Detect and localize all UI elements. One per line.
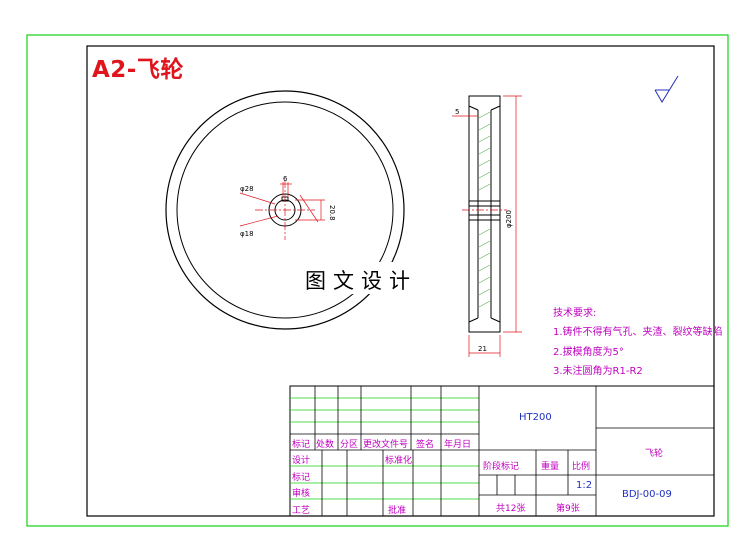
section-hatching bbox=[478, 111, 491, 308]
tech-requirements-heading: 技术要求: bbox=[553, 308, 597, 319]
sheet-title: A2-飞轮 bbox=[92, 57, 184, 83]
tb-row-design: 设计 bbox=[292, 456, 311, 466]
tb-part-name: 飞轮 bbox=[645, 449, 664, 459]
dim-20-8: 20.8 bbox=[328, 205, 336, 221]
dim-d200: φ200 bbox=[505, 210, 513, 228]
watermark-text: 图文设计 bbox=[305, 269, 417, 293]
dim-d28: φ28 bbox=[240, 185, 254, 193]
dim-d18: φ18 bbox=[240, 230, 254, 238]
tb-header-count: 处数 bbox=[316, 440, 335, 450]
tb-weight: 重量 bbox=[541, 462, 560, 472]
dim-w21: 21 bbox=[478, 345, 487, 353]
rim-section bbox=[468, 95, 501, 333]
tb-header-date: 年月日 bbox=[444, 440, 472, 450]
inner-rim-circle bbox=[176, 101, 394, 319]
tb-header-sign: 签名 bbox=[416, 440, 435, 450]
tb-header-change-doc: 更改文件号 bbox=[363, 440, 409, 450]
tb-row-process: 工艺 bbox=[292, 506, 311, 516]
tech-requirement-1: 1.铸件不得有气孔、夹渣、裂纹等缺陷 bbox=[553, 327, 723, 338]
tb-scale: 1:2 bbox=[576, 480, 593, 491]
tb-total-sheets: 共12张 bbox=[496, 504, 526, 514]
surface-roughness-icon bbox=[654, 75, 679, 103]
tb-sheet-no: 第9张 bbox=[556, 504, 580, 514]
dim-w5: 5 bbox=[455, 108, 459, 116]
title-block bbox=[289, 385, 715, 517]
dim-d6: 6 bbox=[283, 175, 288, 183]
tb-header-mark: 标记 bbox=[292, 440, 311, 450]
outer-frame bbox=[26, 34, 729, 527]
tech-requirement-2: 2.拔模角度为5° bbox=[553, 347, 624, 358]
tb-approve: 批准 bbox=[388, 506, 407, 516]
tb-material: HT200 bbox=[519, 412, 552, 423]
outer-rim-circle bbox=[165, 90, 405, 330]
tb-scale-label: 比例 bbox=[572, 462, 591, 472]
tb-standardize: 标准化 bbox=[385, 456, 413, 466]
tb-stage-mark: 阶段标记 bbox=[483, 462, 520, 472]
side-view bbox=[468, 95, 501, 333]
tech-requirement-3: 3.未注圆角为R1-R2 bbox=[553, 366, 643, 377]
tb-row-mark: 标记 bbox=[292, 473, 311, 483]
tb-header-zone: 分区 bbox=[340, 440, 359, 450]
tb-row-review: 审核 bbox=[292, 489, 311, 499]
front-view: φ28 φ18 6 20.8 bbox=[165, 90, 445, 330]
tb-drawing-no: BDJ-00-09 bbox=[622, 489, 672, 500]
